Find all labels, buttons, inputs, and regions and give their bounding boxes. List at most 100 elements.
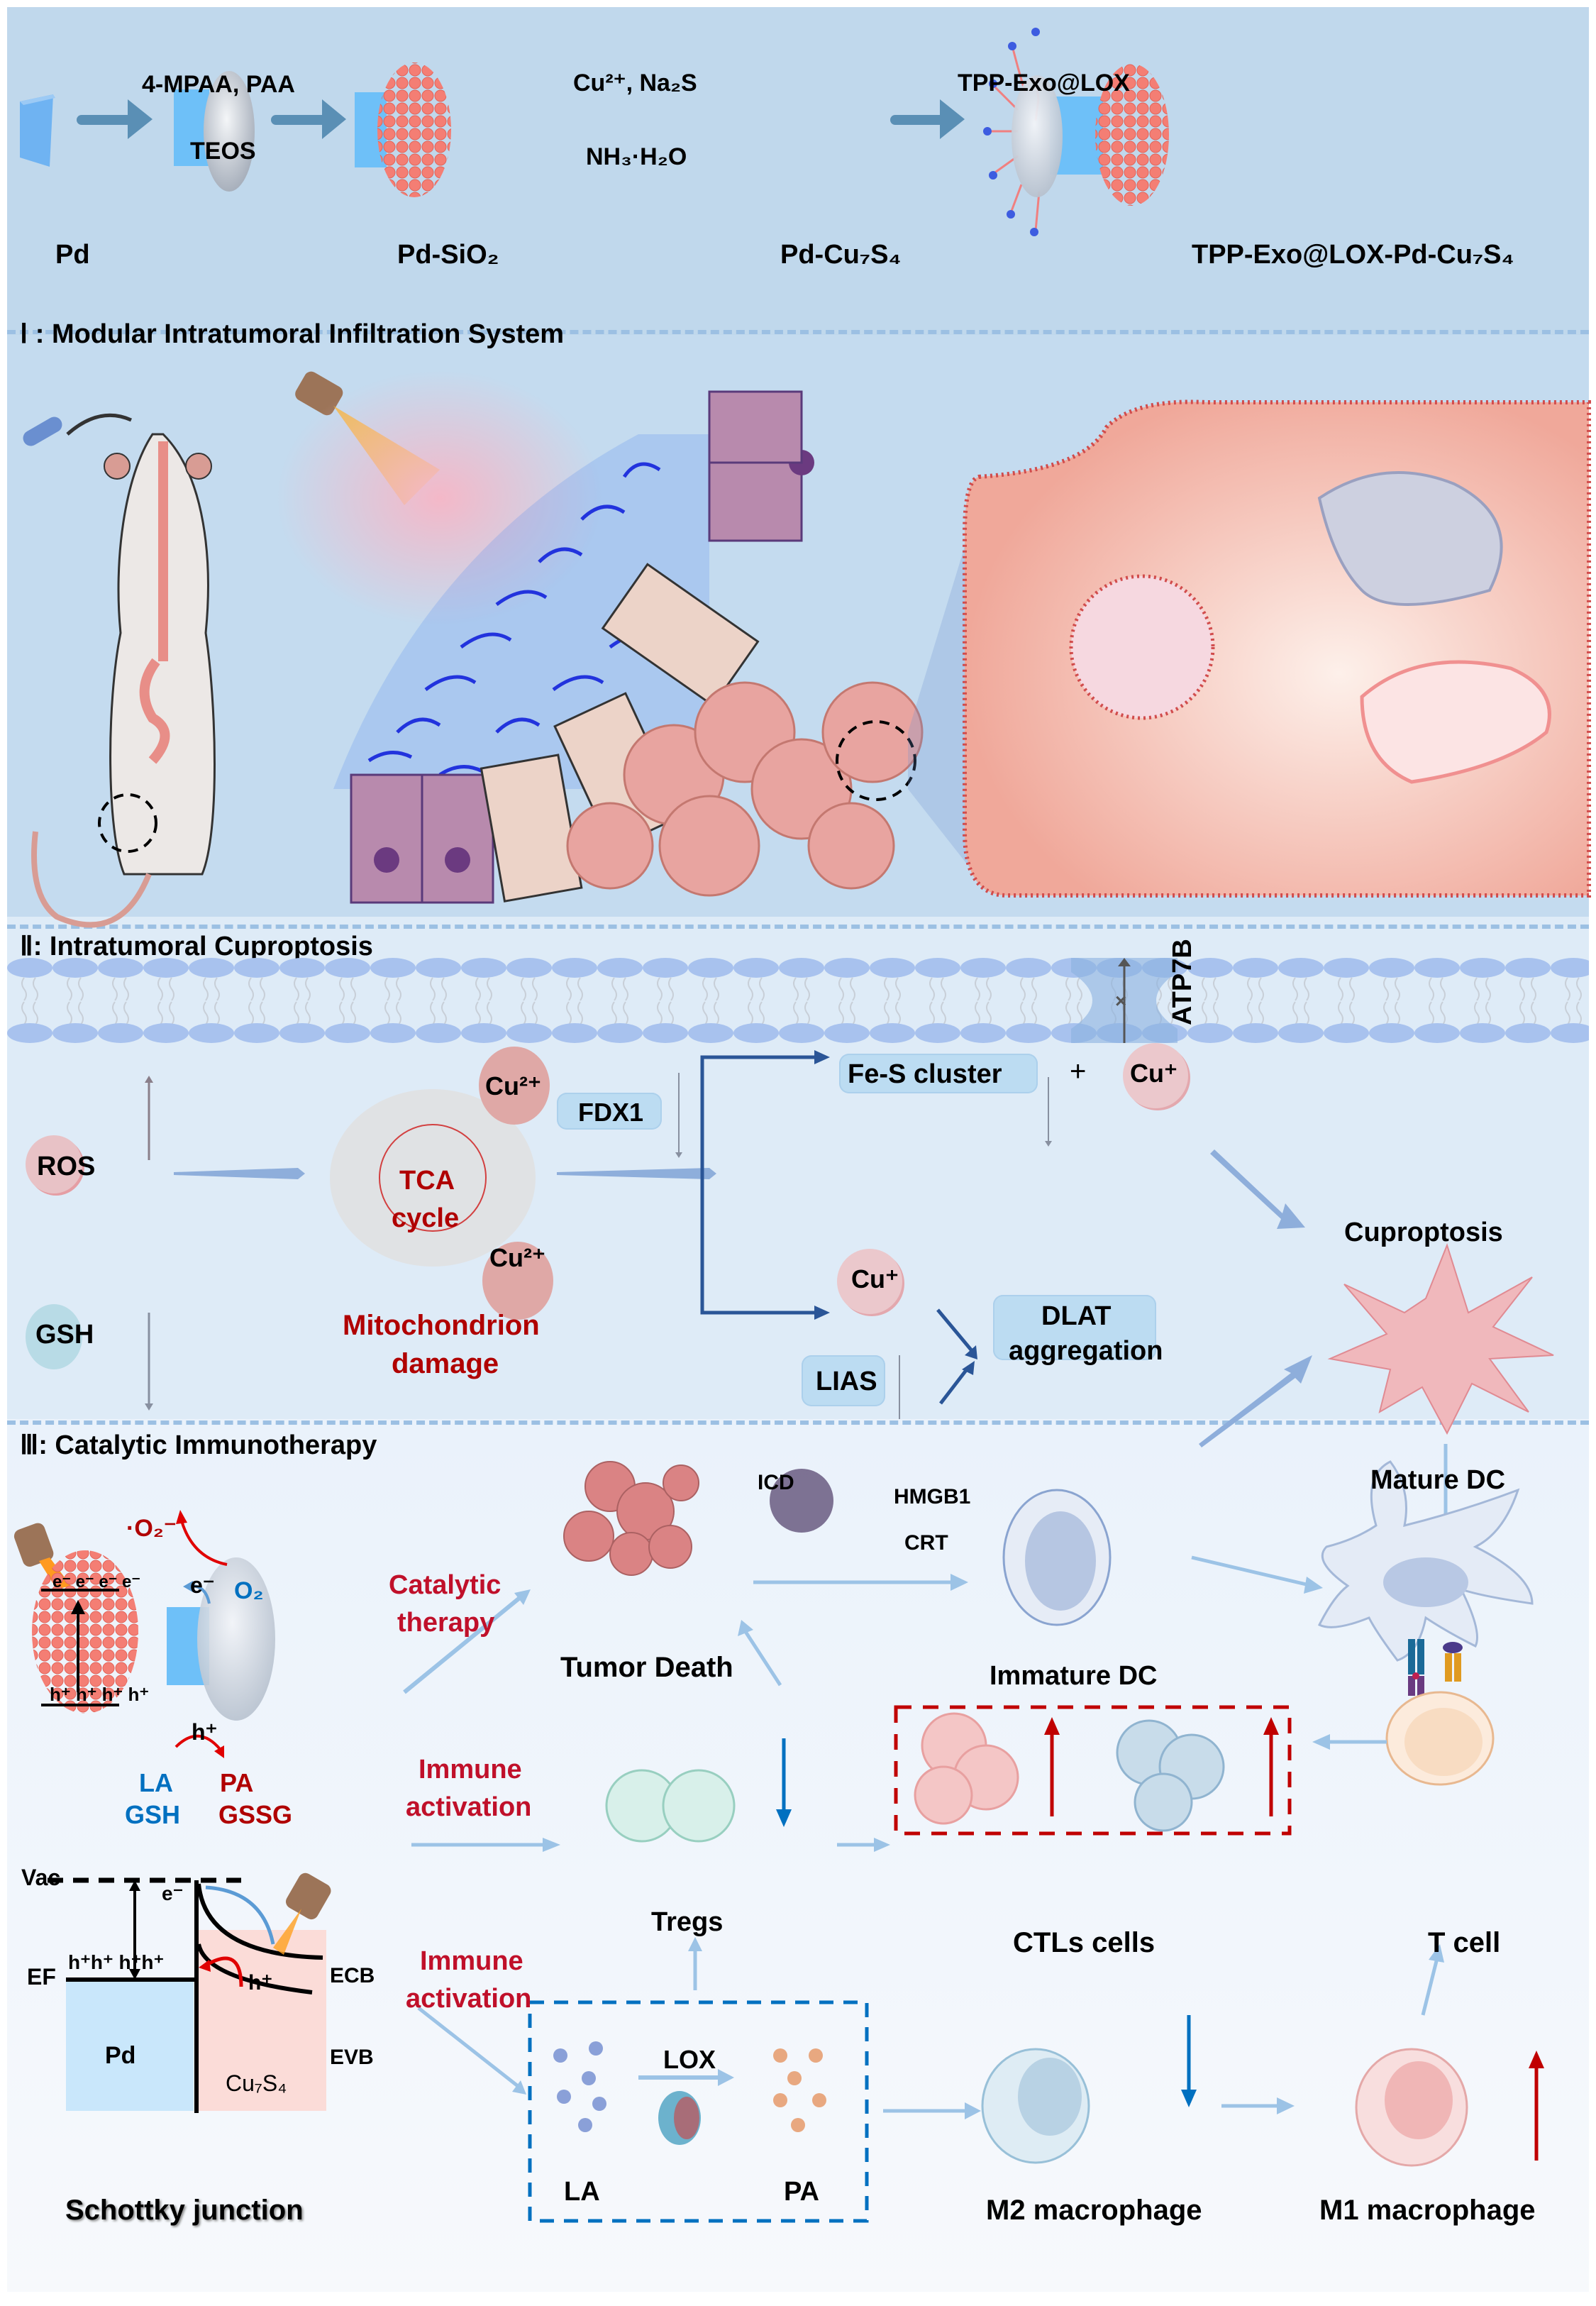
cu2-label: Cu²⁺ bbox=[485, 1071, 541, 1100]
arrow-icon bbox=[741, 1627, 782, 1687]
lox-enzyme-icon bbox=[658, 2091, 701, 2145]
hole-label: h⁺ bbox=[192, 1719, 218, 1745]
lox-label: LOX bbox=[663, 2045, 716, 2074]
schottky-electron-label: e⁻ bbox=[162, 1882, 184, 1904]
dead-tumor-cells-icon bbox=[563, 1461, 699, 1576]
lox-box-pa-label: PA bbox=[784, 2177, 819, 2207]
tpp-exo-lox-pd-cu7s4-particle-icon bbox=[983, 28, 1169, 236]
zoom-circle-icon bbox=[836, 720, 916, 801]
tca-label-line1: TCA bbox=[399, 1166, 455, 1196]
cu1-label: Cu⁺ bbox=[1130, 1059, 1177, 1088]
cell-membrane: × bbox=[7, 958, 1589, 1043]
arrow-icon bbox=[718, 2069, 734, 2086]
infiltration-illustration bbox=[23, 370, 1591, 928]
pd-cu7s4-particle-icon bbox=[355, 62, 451, 197]
reaction-arrow-icon bbox=[77, 99, 153, 139]
arrow-icon bbox=[1210, 1149, 1305, 1229]
synthesis-graphics bbox=[20, 28, 1169, 236]
tca-label-line2: cycle bbox=[392, 1203, 460, 1233]
immature-dc-label: Immature DC bbox=[990, 1661, 1158, 1691]
t-cell-label: T cell bbox=[1428, 1927, 1501, 1958]
tca-cycle-icon bbox=[379, 1124, 487, 1232]
hmgb1-label: HMGB1 bbox=[894, 1485, 971, 1508]
mitochondrion-icon bbox=[1360, 660, 1551, 784]
cu1-label: Cu⁺ bbox=[851, 1264, 899, 1293]
ctl-cells-icon bbox=[914, 1712, 1225, 1832]
product-label: TPP-Exo@LOX-Pd-Cu₇S₄ bbox=[1192, 240, 1514, 270]
pd-cube-icon bbox=[20, 94, 55, 167]
o2-label: O₂ bbox=[234, 1577, 264, 1604]
schottky-holes-row: h⁺h⁺ h⁺h⁺ bbox=[68, 1951, 165, 1973]
icd-label: ICD bbox=[758, 1471, 794, 1494]
product-label: Pd-SiO₂ bbox=[397, 240, 499, 270]
metal-label: Pd bbox=[105, 2042, 136, 2069]
pathway-branch-line bbox=[700, 1055, 823, 1277]
superoxide-label: ·O₂⁻ bbox=[126, 1515, 177, 1542]
reagent-label: Cu²⁺, Na₂S bbox=[573, 70, 697, 96]
electron-label: e⁻ bbox=[190, 1572, 215, 1598]
schottky-junction-diagram bbox=[48, 1877, 326, 2113]
cu2-ion-bubble bbox=[482, 1242, 553, 1320]
catalytic-therapy-line2: therapy bbox=[397, 1608, 495, 1638]
fdx1-box bbox=[557, 1093, 662, 1130]
la-label: LA bbox=[139, 1768, 173, 1797]
gsh-label: GSH bbox=[35, 1320, 94, 1350]
gsh-bubble bbox=[26, 1304, 82, 1369]
reagent-label: NH₃·H₂O bbox=[586, 143, 687, 170]
fdx1-label: FDX1 bbox=[578, 1098, 644, 1127]
damaged-mitochondrion-icon bbox=[1317, 471, 1503, 606]
conduction-band-label: ECB bbox=[330, 1964, 375, 1987]
icd-damps-icon bbox=[770, 1469, 833, 1533]
mhc-tcr-complex-icon bbox=[1408, 1639, 1463, 1696]
ctls-label: CTLs cells bbox=[1013, 1927, 1156, 1958]
reagent-label: TPP-Exo@LOX bbox=[958, 70, 1130, 96]
arrow-icon bbox=[403, 1594, 523, 1694]
product-label: Pd bbox=[55, 240, 90, 270]
immune-activation-line1: Immune bbox=[419, 1755, 522, 1784]
m1-macrophage-label: M1 macrophage bbox=[1319, 2195, 1536, 2226]
section1-title: Ⅰ : Modular Intratumoral Infiltration Sy… bbox=[20, 319, 565, 349]
tumor-cell-zoom bbox=[963, 399, 1591, 898]
electrons-row: e⁻ e⁻ e⁻ e⁻ bbox=[52, 1572, 141, 1591]
cuproptosis-burst-icon bbox=[1327, 1243, 1554, 1435]
cu1-ion-bubble bbox=[837, 1249, 902, 1314]
reaction-arrow-icon bbox=[271, 99, 346, 139]
plus-sign: + bbox=[1070, 1056, 1087, 1087]
section2-title: Ⅱ: Intratumoral Cuproptosis bbox=[20, 932, 373, 961]
holes-row: h⁺ h⁺ h⁺ h⁺ bbox=[50, 1684, 150, 1705]
cu1-ion-bubble bbox=[1123, 1043, 1188, 1108]
arrow-icon bbox=[417, 2007, 519, 2087]
fes-cluster-box bbox=[839, 1054, 1038, 1093]
arrow-icon bbox=[1421, 1958, 1439, 2016]
ctl-dashed-box bbox=[894, 1705, 1292, 1836]
immune-activation-line2: activation bbox=[406, 1984, 532, 2014]
semiconductor-label: Cu₇S₄ bbox=[226, 2070, 287, 2096]
laser-icon bbox=[273, 1872, 331, 1955]
arrow-icon bbox=[66, 413, 133, 436]
tumor-death-label: Tumor Death bbox=[560, 1652, 733, 1683]
cuproptosis-pathway-arrows bbox=[145, 1047, 1554, 1605]
exosome-icon bbox=[197, 1557, 275, 1721]
la-molecules-icon bbox=[553, 2041, 606, 2132]
ros-bubble bbox=[26, 1135, 82, 1193]
fermi-level-label: EF bbox=[27, 1964, 56, 1990]
vacuum-level-label: Vac bbox=[21, 1865, 61, 1890]
tumor-mass bbox=[566, 681, 924, 897]
section-divider bbox=[7, 925, 1589, 929]
capsule-icon bbox=[23, 416, 62, 446]
immune-activation-line2: activation bbox=[406, 1792, 532, 1822]
product-label: Pd-Cu₇S₄ bbox=[780, 240, 902, 270]
atp7b-channel-icon: × bbox=[1071, 958, 1177, 1043]
immune-activation-line1: Immune bbox=[420, 1946, 523, 1976]
reagent-label: TEOS bbox=[190, 138, 256, 165]
gsh-label: GSH bbox=[125, 1800, 181, 1829]
lox-dashed-box bbox=[528, 2000, 869, 2223]
arrow-icon bbox=[1199, 1355, 1312, 1447]
fes-cluster-label: Fe-S cluster bbox=[848, 1059, 1002, 1089]
section-divider bbox=[7, 1420, 1589, 1425]
tregs-label: Tregs bbox=[651, 1907, 724, 1937]
immunotherapy-graphics bbox=[13, 1460, 1544, 2223]
reaction-arrow-icon bbox=[890, 99, 965, 139]
gssg-label: GSSG bbox=[218, 1800, 293, 1829]
synthesis-panel bbox=[7, 7, 1589, 335]
